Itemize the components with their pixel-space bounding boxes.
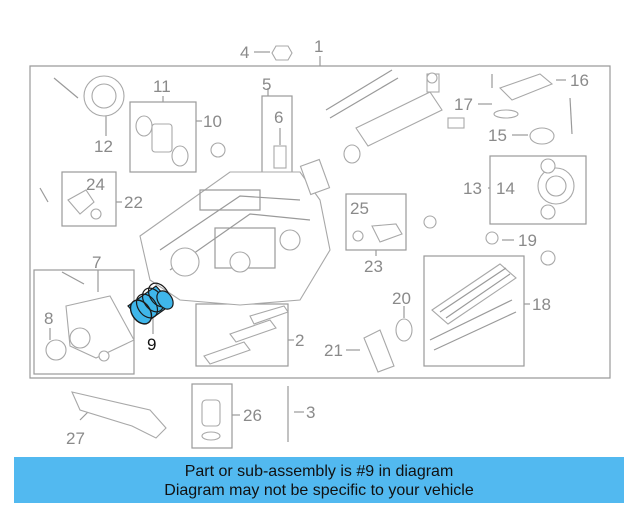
frame-13-14 (489, 155, 587, 225)
callout-18: 18 (532, 295, 551, 314)
callout-27: 27 (66, 429, 85, 448)
parts-23-25 (352, 215, 437, 243)
frame-22-24 (61, 171, 117, 227)
intercooler (429, 263, 517, 351)
sensor-6 (273, 145, 287, 169)
parts-diagram: 1 2 3 4 5 6 7 8 9 10 11 12 13 14 15 16 1… (29, 37, 611, 449)
throttle-14 (537, 158, 575, 220)
callout-20: 20 (392, 289, 411, 308)
throttle-body (53, 75, 125, 117)
callout-3: 3 (306, 403, 315, 422)
callout-10: 10 (203, 112, 222, 131)
assembly-frame (29, 65, 611, 379)
hose-part-9[interactable] (126, 279, 176, 328)
frame-18 (423, 255, 525, 367)
callout-26: 26 (243, 406, 262, 425)
intercooler-pipe (299, 69, 443, 196)
callout-19: 19 (518, 231, 537, 250)
callout-25: 25 (350, 199, 369, 218)
callout-5: 5 (262, 75, 271, 94)
callout-23: 23 (364, 257, 383, 276)
callout-7: 7 (92, 253, 101, 272)
parts-19-20-21 (363, 231, 556, 373)
callout-labels: 1 2 3 4 5 6 7 8 9 10 11 12 13 14 15 16 1… (44, 37, 589, 448)
callout-16: 16 (570, 71, 589, 90)
info-banner: Part or sub-assembly is #9 in diagram Di… (14, 457, 624, 503)
frame-7-8 (33, 269, 135, 375)
frame-26 (191, 383, 233, 449)
banner-line-2: Diagram may not be specific to your vehi… (164, 482, 474, 499)
callout-15: 15 (488, 126, 507, 145)
bracket-24 (39, 187, 102, 220)
gaskets-2 (203, 305, 289, 365)
engine-housing (139, 171, 331, 306)
gaskets-10-11 (135, 115, 226, 167)
parts-15-16-17 (426, 72, 573, 145)
callout-14: 14 (496, 179, 515, 198)
parts-26 (201, 399, 221, 441)
callout-13: 13 (463, 179, 482, 198)
callout-22: 22 (124, 193, 143, 212)
pipe-27 (71, 391, 167, 439)
bracket-7 (45, 271, 135, 362)
banner-line-1: Part or sub-assembly is #9 in diagram (184, 463, 454, 480)
callout-2: 2 (295, 331, 304, 350)
callout-1: 1 (314, 37, 323, 56)
nut-4 (271, 45, 293, 61)
callout-4: 4 (240, 43, 249, 62)
callout-11: 11 (153, 77, 171, 96)
callout-9: 9 (147, 335, 156, 354)
callout-17: 17 (454, 95, 473, 114)
callout-21: 21 (324, 341, 343, 360)
callout-6: 6 (274, 108, 283, 127)
callout-24: 24 (86, 175, 105, 194)
callout-12: 12 (94, 137, 113, 156)
callout-8: 8 (44, 309, 53, 328)
